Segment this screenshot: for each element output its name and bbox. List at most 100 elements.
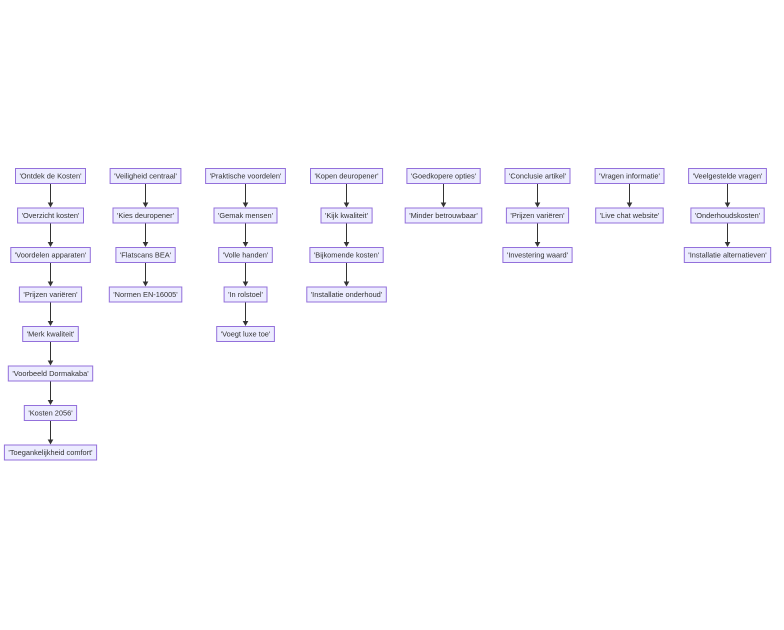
flow-node: 'Installatie onderhoud' — [306, 286, 387, 303]
node-box — [218, 247, 273, 263]
node-label: 'Kijk kwaliteit' — [325, 211, 369, 220]
arrow-head — [242, 242, 249, 247]
flow-node: 'In rolstoel' — [223, 286, 268, 303]
arrow-head — [343, 281, 350, 287]
node-label: 'Prijzen variëren' — [510, 211, 565, 220]
node-box — [3, 444, 98, 461]
flow-node: 'Bijkomende kosten' — [309, 247, 384, 263]
node-label: 'Kopen deuropener' — [314, 171, 379, 180]
node-label: 'Kies deuropener' — [117, 211, 175, 220]
flow-node: 'Normen EN-16005' — [108, 286, 183, 303]
flow-node: 'Conclusie artikel' — [504, 168, 571, 184]
flow-node: 'Live chat website' — [595, 207, 664, 224]
node-label: 'Voorbeeld Dormakaba' — [12, 369, 89, 378]
arrow-head — [534, 202, 541, 208]
flow-node: 'Ontdek de Kosten' — [15, 168, 86, 184]
node-label: 'Goedkopere opties' — [411, 171, 477, 180]
flow-node: 'Veiligheid centraal' — [109, 168, 182, 184]
arrow-head — [440, 202, 447, 208]
node-box — [306, 286, 387, 303]
node-label: 'Voordelen apparaten' — [15, 250, 87, 259]
arrow-head — [242, 281, 249, 287]
arrow-head — [242, 202, 249, 208]
arrow-head — [343, 202, 350, 208]
node-box — [594, 168, 665, 184]
flow-node: 'Minder betrouwbaar' — [404, 207, 483, 224]
node-label: 'Kosten 2056' — [28, 408, 73, 417]
flow-node: 'Overzicht kosten' — [17, 207, 85, 224]
node-box — [213, 207, 278, 224]
node-label: 'Volle handen' — [223, 250, 269, 259]
arrow-head — [724, 242, 731, 247]
node-box — [115, 247, 176, 263]
node-label: 'Ontdek de Kosten' — [20, 171, 83, 180]
flow-node: 'Onderhoudskosten' — [690, 207, 765, 224]
node-label: 'Installatie onderhoud' — [311, 290, 383, 299]
arrow-head — [242, 321, 249, 326]
arrow-head — [142, 202, 149, 208]
node-box — [216, 326, 275, 342]
node-box — [505, 207, 570, 224]
node-box — [309, 247, 384, 263]
flow-node: 'Kies deuropener' — [112, 207, 179, 224]
flow-node: 'Merk kwaliteit' — [22, 326, 79, 342]
node-label: 'Live chat website' — [600, 211, 660, 220]
arrow-head — [534, 242, 541, 247]
node-box — [502, 247, 573, 263]
arrow-head — [47, 321, 54, 326]
node-box — [22, 326, 79, 342]
node-label: 'Flatscans BEA' — [120, 250, 172, 259]
node-box — [595, 207, 664, 224]
node-label: 'Toegankelijkheid comfort' — [8, 448, 93, 457]
flow-node: 'Volle handen' — [218, 247, 273, 263]
node-label: 'Bijkomende kosten' — [314, 250, 380, 259]
node-box — [7, 365, 94, 382]
node-label: 'Veelgestelde vragen' — [693, 171, 763, 180]
node-label: 'Voegt luxe toe' — [221, 329, 271, 338]
arrow-head — [142, 242, 149, 247]
flow-node: 'Toegankelijkheid comfort' — [3, 444, 98, 461]
node-box — [310, 168, 384, 184]
node-box — [15, 168, 86, 184]
arrow-head — [47, 281, 54, 287]
node-box — [108, 286, 183, 303]
node-box — [112, 207, 179, 224]
node-label: 'Normen EN-16005' — [113, 290, 178, 299]
node-box — [205, 168, 286, 184]
node-box — [223, 286, 268, 303]
node-box — [23, 405, 78, 421]
nodes-layer: 'Ontdek de Kosten' 'Overzicht kosten' 'Voo… — [3, 168, 772, 461]
flow-node: 'Installatie alternatieven' — [683, 247, 772, 263]
arrow-head — [626, 202, 633, 208]
node-box — [406, 168, 481, 184]
arrow-head — [47, 242, 54, 247]
node-label: 'In rolstoel' — [228, 290, 263, 299]
node-box — [683, 247, 772, 263]
node-label: 'Conclusie artikel' — [509, 171, 567, 180]
node-box — [404, 207, 483, 224]
node-label: 'Investering waard' — [507, 250, 569, 259]
flow-node: 'Investering waard' — [502, 247, 573, 263]
flow-node: 'Prijzen variëren' — [18, 286, 83, 303]
flow-node: 'Kosten 2056' — [23, 405, 78, 421]
node-label: 'Vragen informatie' — [599, 171, 660, 180]
node-box — [504, 168, 571, 184]
edges-layer — [47, 183, 731, 445]
flow-node: 'Prijzen variëren' — [505, 207, 570, 224]
node-box — [109, 168, 182, 184]
node-label: 'Gemak mensen' — [218, 211, 274, 220]
node-box — [320, 207, 373, 224]
node-label: 'Overzicht kosten' — [22, 211, 80, 220]
node-box — [10, 247, 91, 263]
flow-node: 'Voorbeeld Dormakaba' — [7, 365, 94, 382]
flow-node: 'Veelgestelde vragen' — [688, 168, 767, 184]
flow-node: 'Goedkopere opties' — [406, 168, 481, 184]
flow-node: 'Flatscans BEA' — [115, 247, 176, 263]
arrow-head — [47, 439, 54, 445]
node-label: 'Minder betrouwbaar' — [409, 211, 478, 220]
flow-node: 'Gemak mensen' — [213, 207, 278, 224]
node-label: 'Veiligheid centraal' — [114, 171, 177, 180]
node-box — [688, 168, 767, 184]
node-label: 'Onderhoudskosten' — [695, 211, 761, 220]
